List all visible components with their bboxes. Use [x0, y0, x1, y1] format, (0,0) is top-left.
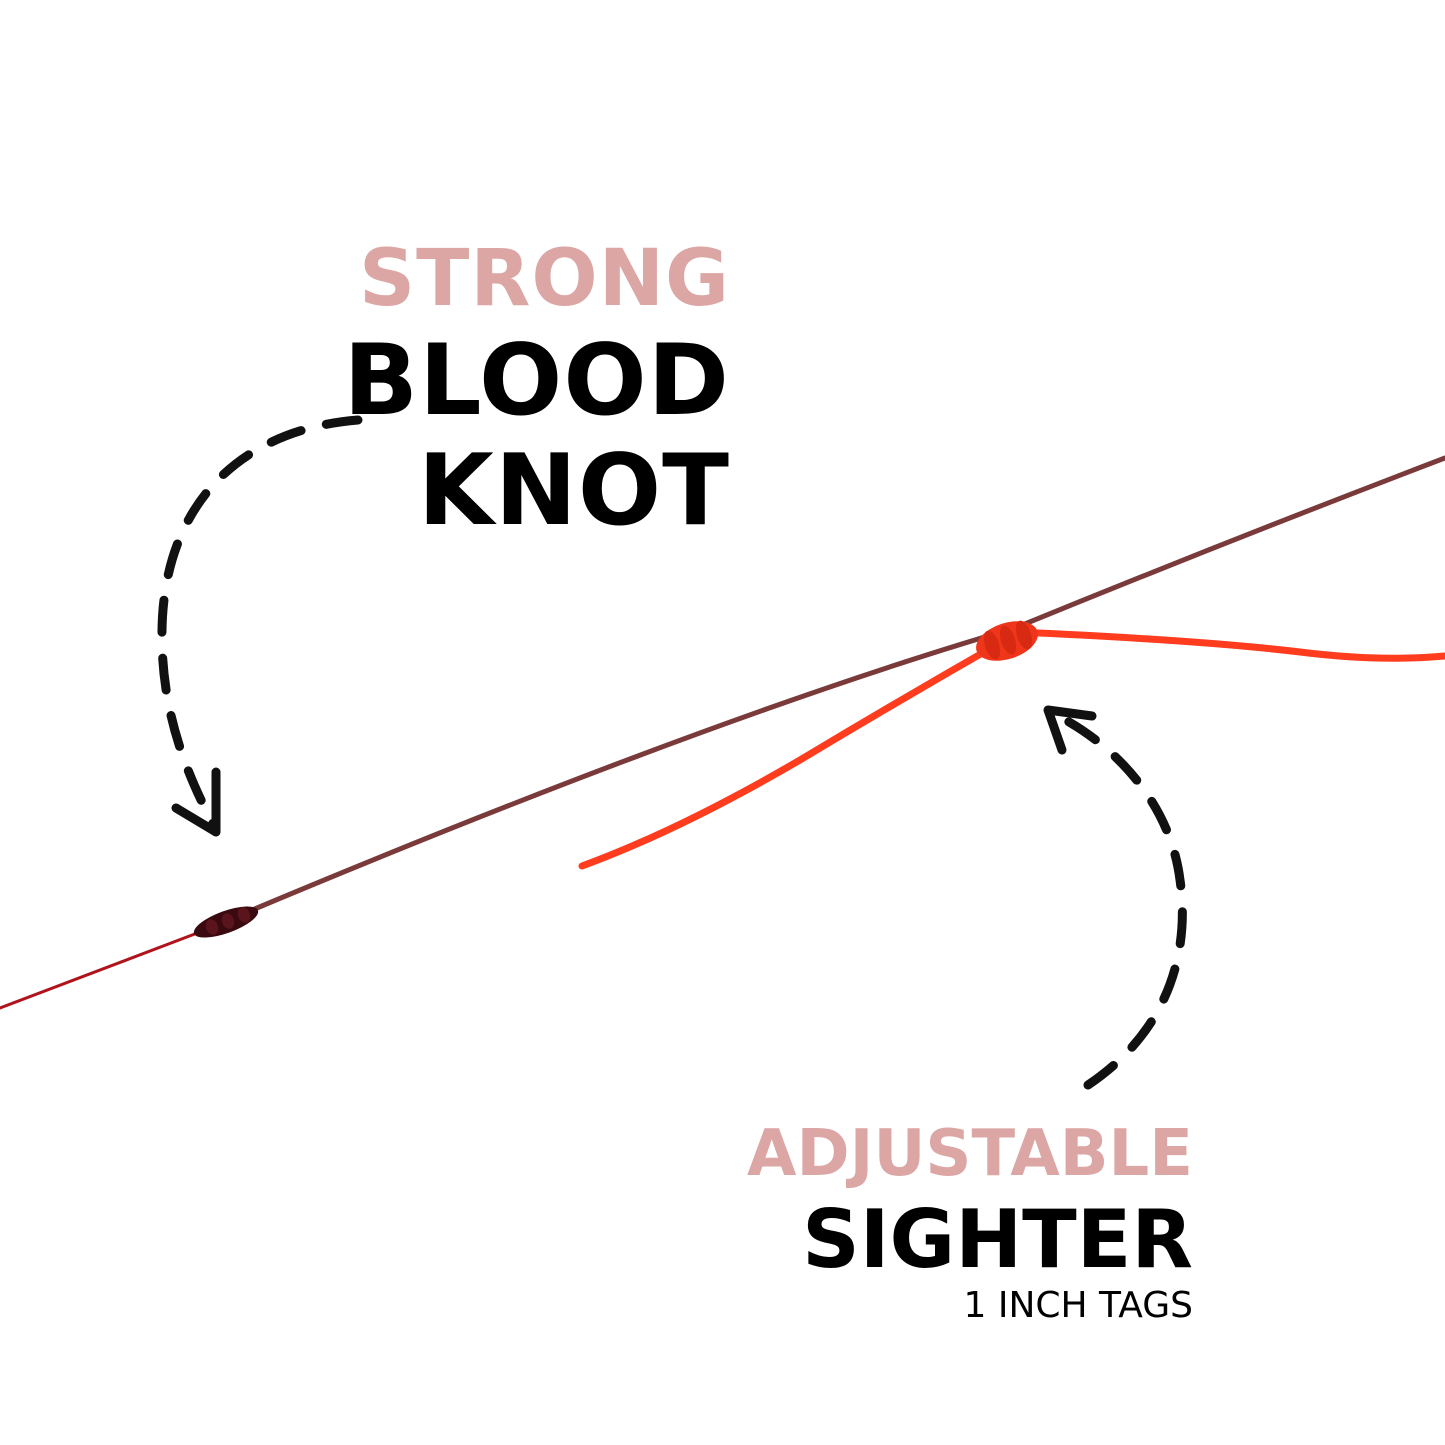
- dashed-curved-arrow-icon: [157, 415, 363, 837]
- label-strong: STRONG: [358, 234, 730, 324]
- sighter-knot: [976, 620, 1038, 661]
- dashed-curved-arrow-icon: [1043, 705, 1187, 1090]
- label-knot: KNOT: [417, 434, 730, 548]
- label-adjustable: ADJUSTABLE: [746, 1117, 1193, 1191]
- main-line: [197, 455, 1445, 935]
- blood-knot-label: STRONG BLOOD KNOT: [343, 240, 730, 540]
- label-sighter: SIGHTER: [802, 1193, 1193, 1286]
- blood-knot-small: [193, 906, 259, 938]
- sighter-label: ADJUSTABLE SIGHTER 1 INCH TAGS: [747, 1122, 1193, 1324]
- sighter-line: [1011, 628, 1445, 662]
- label-tags: 1 INCH TAGS: [963, 1285, 1193, 1326]
- sighter-tag: [578, 636, 1009, 870]
- label-blood: BLOOD: [343, 324, 730, 438]
- tippet-line: [0, 930, 202, 1010]
